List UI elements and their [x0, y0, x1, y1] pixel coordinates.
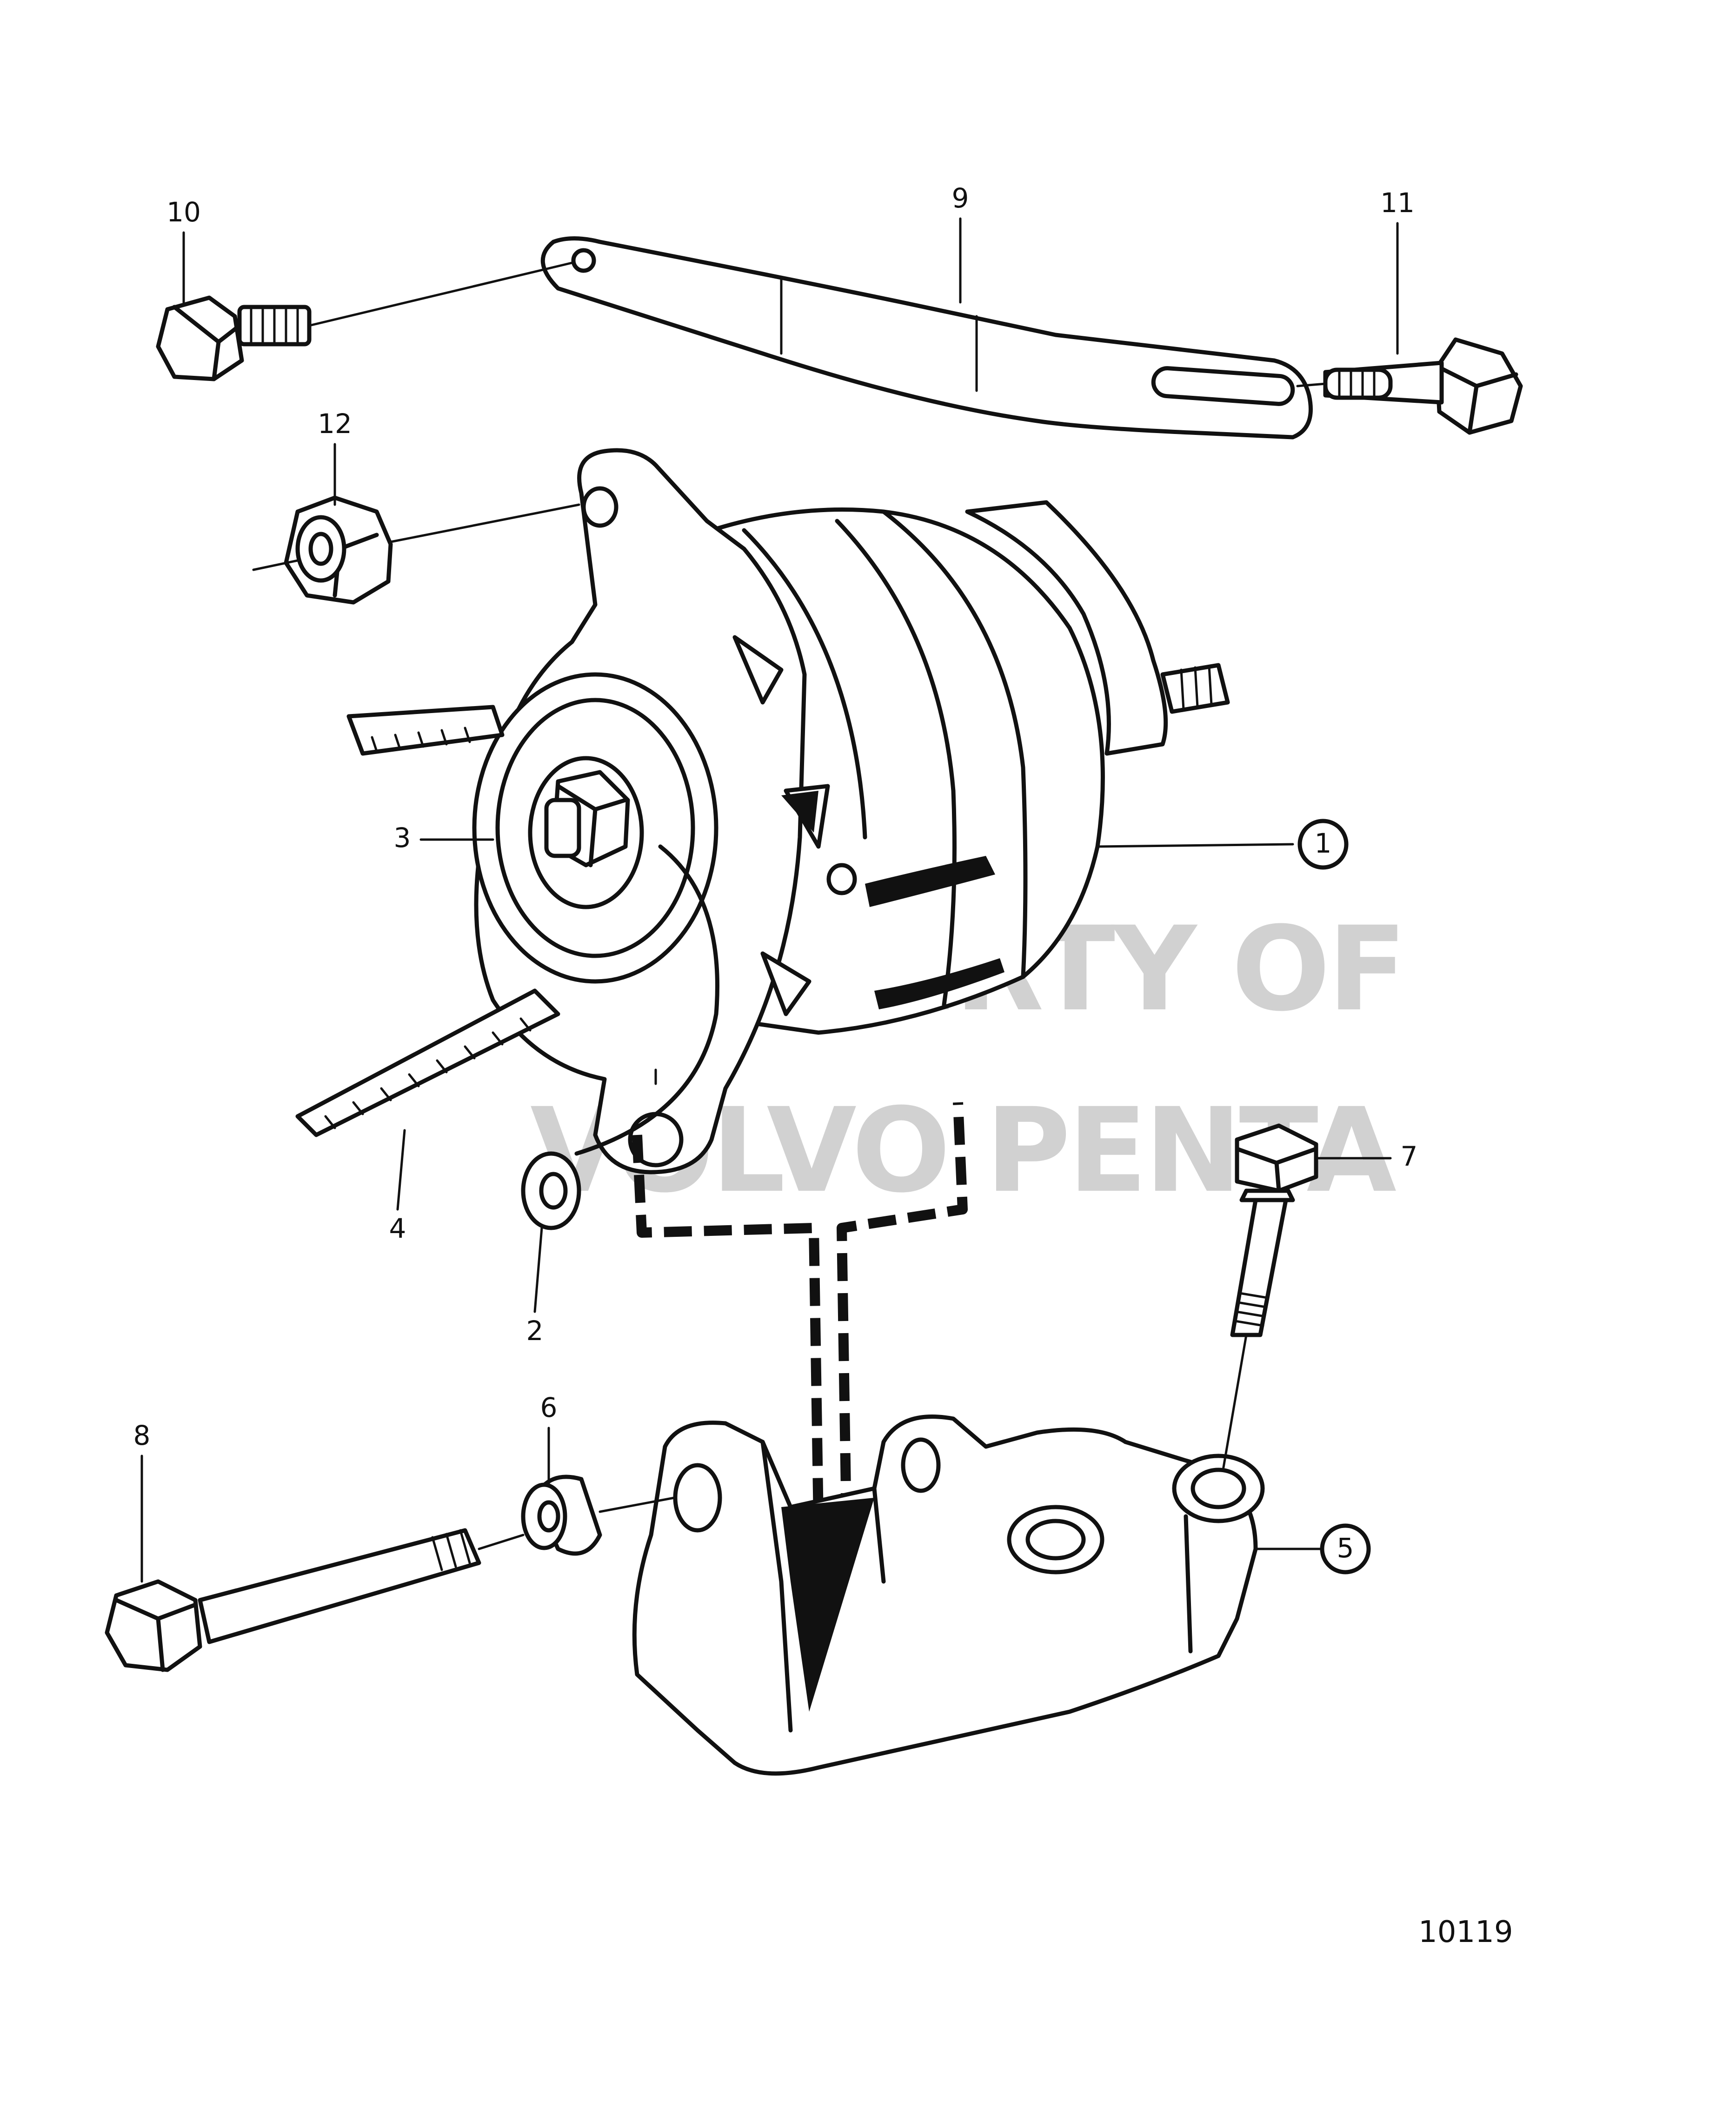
callout-3: 3: [394, 822, 411, 854]
leader-lines: [140, 217, 1399, 1583]
washer-part-2: [521, 1151, 581, 1230]
alignment-path: [632, 1102, 968, 1521]
callout-10: 10: [166, 196, 201, 228]
flange-nut-part-12: [252, 495, 580, 605]
spacer-sleeve-part-6: [521, 1474, 676, 1556]
drive-belt-part-4: [295, 705, 719, 1156]
callout-5: 5: [1337, 1532, 1354, 1564]
callout-6: 6: [540, 1392, 558, 1423]
long-bolt-part-11: [1296, 337, 1523, 435]
callout-8: 8: [133, 1420, 151, 1451]
callout-labels: 1 2 3 4 5 6 7 8 9 10 11 12: [133, 182, 1418, 1575]
callout-11: 11: [1380, 187, 1415, 219]
callout-1-circle: [1297, 819, 1349, 870]
flange-bolt-part-10: [156, 261, 573, 381]
callout-1: 1: [1315, 827, 1332, 859]
callout-7: 7: [1401, 1141, 1418, 1172]
vertical-bolt-part-7: [1222, 1123, 1392, 1471]
figure-number: 10119: [1418, 1915, 1513, 1949]
alternator-part-1: [472, 448, 1294, 1174]
callout-12: 12: [318, 408, 352, 440]
adjusting-bracket-part-9: [540, 236, 1313, 440]
callout-2: 2: [526, 1315, 544, 1347]
callout-9: 9: [952, 182, 969, 214]
long-hex-bolt-part-8: [105, 1528, 525, 1672]
callout-4: 4: [389, 1213, 406, 1244]
mounting-bracket-part-5: [632, 1414, 1322, 1776]
callout-5-circle: [1320, 1523, 1371, 1575]
